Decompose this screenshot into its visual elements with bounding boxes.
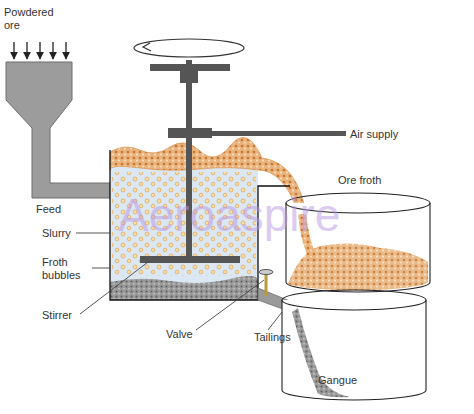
part-label: Gangue [318, 374, 368, 387]
part-label: Air supply [350, 128, 420, 141]
watermark: Aeroaspire [118, 190, 438, 240]
feed-arrows [14, 42, 66, 59]
rotation-arrow [134, 39, 244, 57]
rotation-arrowhead [143, 43, 151, 51]
part-label: Tailings [254, 331, 304, 344]
part-label: Ore froth [338, 174, 408, 187]
air-coupling [168, 128, 212, 138]
impeller [140, 256, 240, 263]
valve-stem [265, 272, 268, 296]
valve-handle [259, 270, 273, 275]
part-label: Powdered ore [4, 6, 60, 32]
hopper [6, 62, 110, 198]
part-label: Stirrer [42, 309, 87, 322]
part-label: Slurry [42, 227, 82, 240]
gangue-tub [282, 300, 426, 400]
part-label: Froth bubbles [42, 256, 90, 282]
air-pipe [212, 131, 346, 136]
sediment [110, 276, 258, 300]
part-label: Feed [36, 203, 76, 216]
gangue-tub-rim [282, 290, 426, 310]
part-label: Valve [166, 328, 206, 341]
leader-lines [76, 233, 282, 330]
